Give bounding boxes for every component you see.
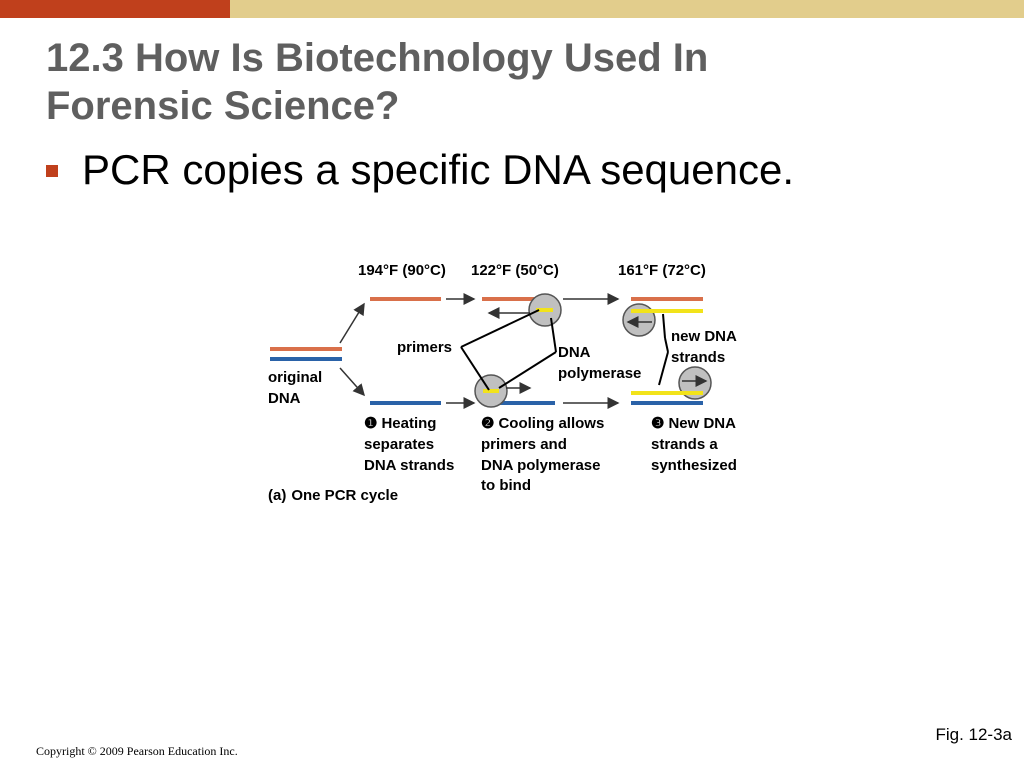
title-line-2: Forensic Science? bbox=[46, 84, 400, 128]
step2-caption-line3: DNA polymerase bbox=[481, 457, 601, 474]
step1-number: ❶ bbox=[364, 415, 377, 432]
top-accent-bar bbox=[0, 0, 230, 18]
step3-number: ❸ bbox=[651, 415, 664, 432]
temp-cooling: 122°F (50°C) bbox=[471, 262, 559, 279]
step2-caption-line2: primers and bbox=[481, 436, 567, 453]
square-bullet-icon bbox=[46, 165, 58, 177]
figure-caption-text: One PCR cycle bbox=[291, 487, 398, 504]
new-strands-callout-line-bottom bbox=[658, 351, 669, 386]
polymerase-label-1: DNA bbox=[558, 344, 591, 361]
temp-heating: 194°F (90°C) bbox=[358, 262, 446, 279]
title-line-1: 12.3 How Is Biotechnology Used In bbox=[46, 36, 709, 80]
temp-synthesis: 161°F (72°C) bbox=[618, 262, 706, 279]
polymerase-callout-line-top bbox=[550, 317, 557, 353]
primers-callout-line-top bbox=[460, 309, 540, 348]
original-dna-label-1: original bbox=[268, 369, 322, 386]
step2-caption-line4: to bind bbox=[481, 477, 531, 494]
figure-caption-label: (a) bbox=[268, 487, 286, 504]
original-dna-label-2: DNA bbox=[268, 390, 301, 407]
figure-reference: Fig. 12-3a bbox=[935, 725, 1012, 744]
figure-caption: (a) One PCR cycle bbox=[268, 487, 398, 504]
polymerase-callout-line-bottom bbox=[498, 351, 557, 389]
step1-text-1: Heating bbox=[381, 415, 436, 432]
bullet-point: PCR copies a specific DNA sequence. bbox=[46, 146, 794, 194]
polymerase-enzyme-step3-top bbox=[622, 303, 656, 337]
split-arrow-up bbox=[339, 302, 365, 344]
copyright-notice: Copyright © 2009 Pearson Education Inc. bbox=[36, 744, 238, 758]
top-band-bar bbox=[230, 0, 1024, 18]
primers-label: primers bbox=[397, 339, 452, 356]
bullet-text: PCR copies a specific DNA sequence. bbox=[82, 146, 795, 193]
step1-caption-line3: DNA strands bbox=[364, 457, 454, 474]
step2-text-1: Cooling allows bbox=[498, 415, 604, 432]
primers-callout-line-bottom bbox=[460, 346, 490, 391]
polymerase-label-2: polymerase bbox=[558, 365, 641, 382]
step3-caption-line2: strands a bbox=[651, 436, 718, 453]
split-arrow-down bbox=[339, 367, 365, 397]
new-strands-label-2: strands bbox=[671, 349, 725, 366]
slide-title: 12.3 How Is Biotechnology Used In Forens… bbox=[46, 34, 946, 130]
step2-number: ❷ bbox=[481, 415, 494, 432]
step3-text-1: New DNA bbox=[668, 415, 736, 432]
step3-caption-line3: synthesized bbox=[651, 457, 737, 474]
new-strands-label-1: new DNA bbox=[671, 328, 737, 345]
new-strands-callout-line-upper bbox=[662, 313, 666, 339]
new-strands-callout-line-top bbox=[664, 337, 669, 353]
step1-caption-line2: separates bbox=[364, 436, 434, 453]
